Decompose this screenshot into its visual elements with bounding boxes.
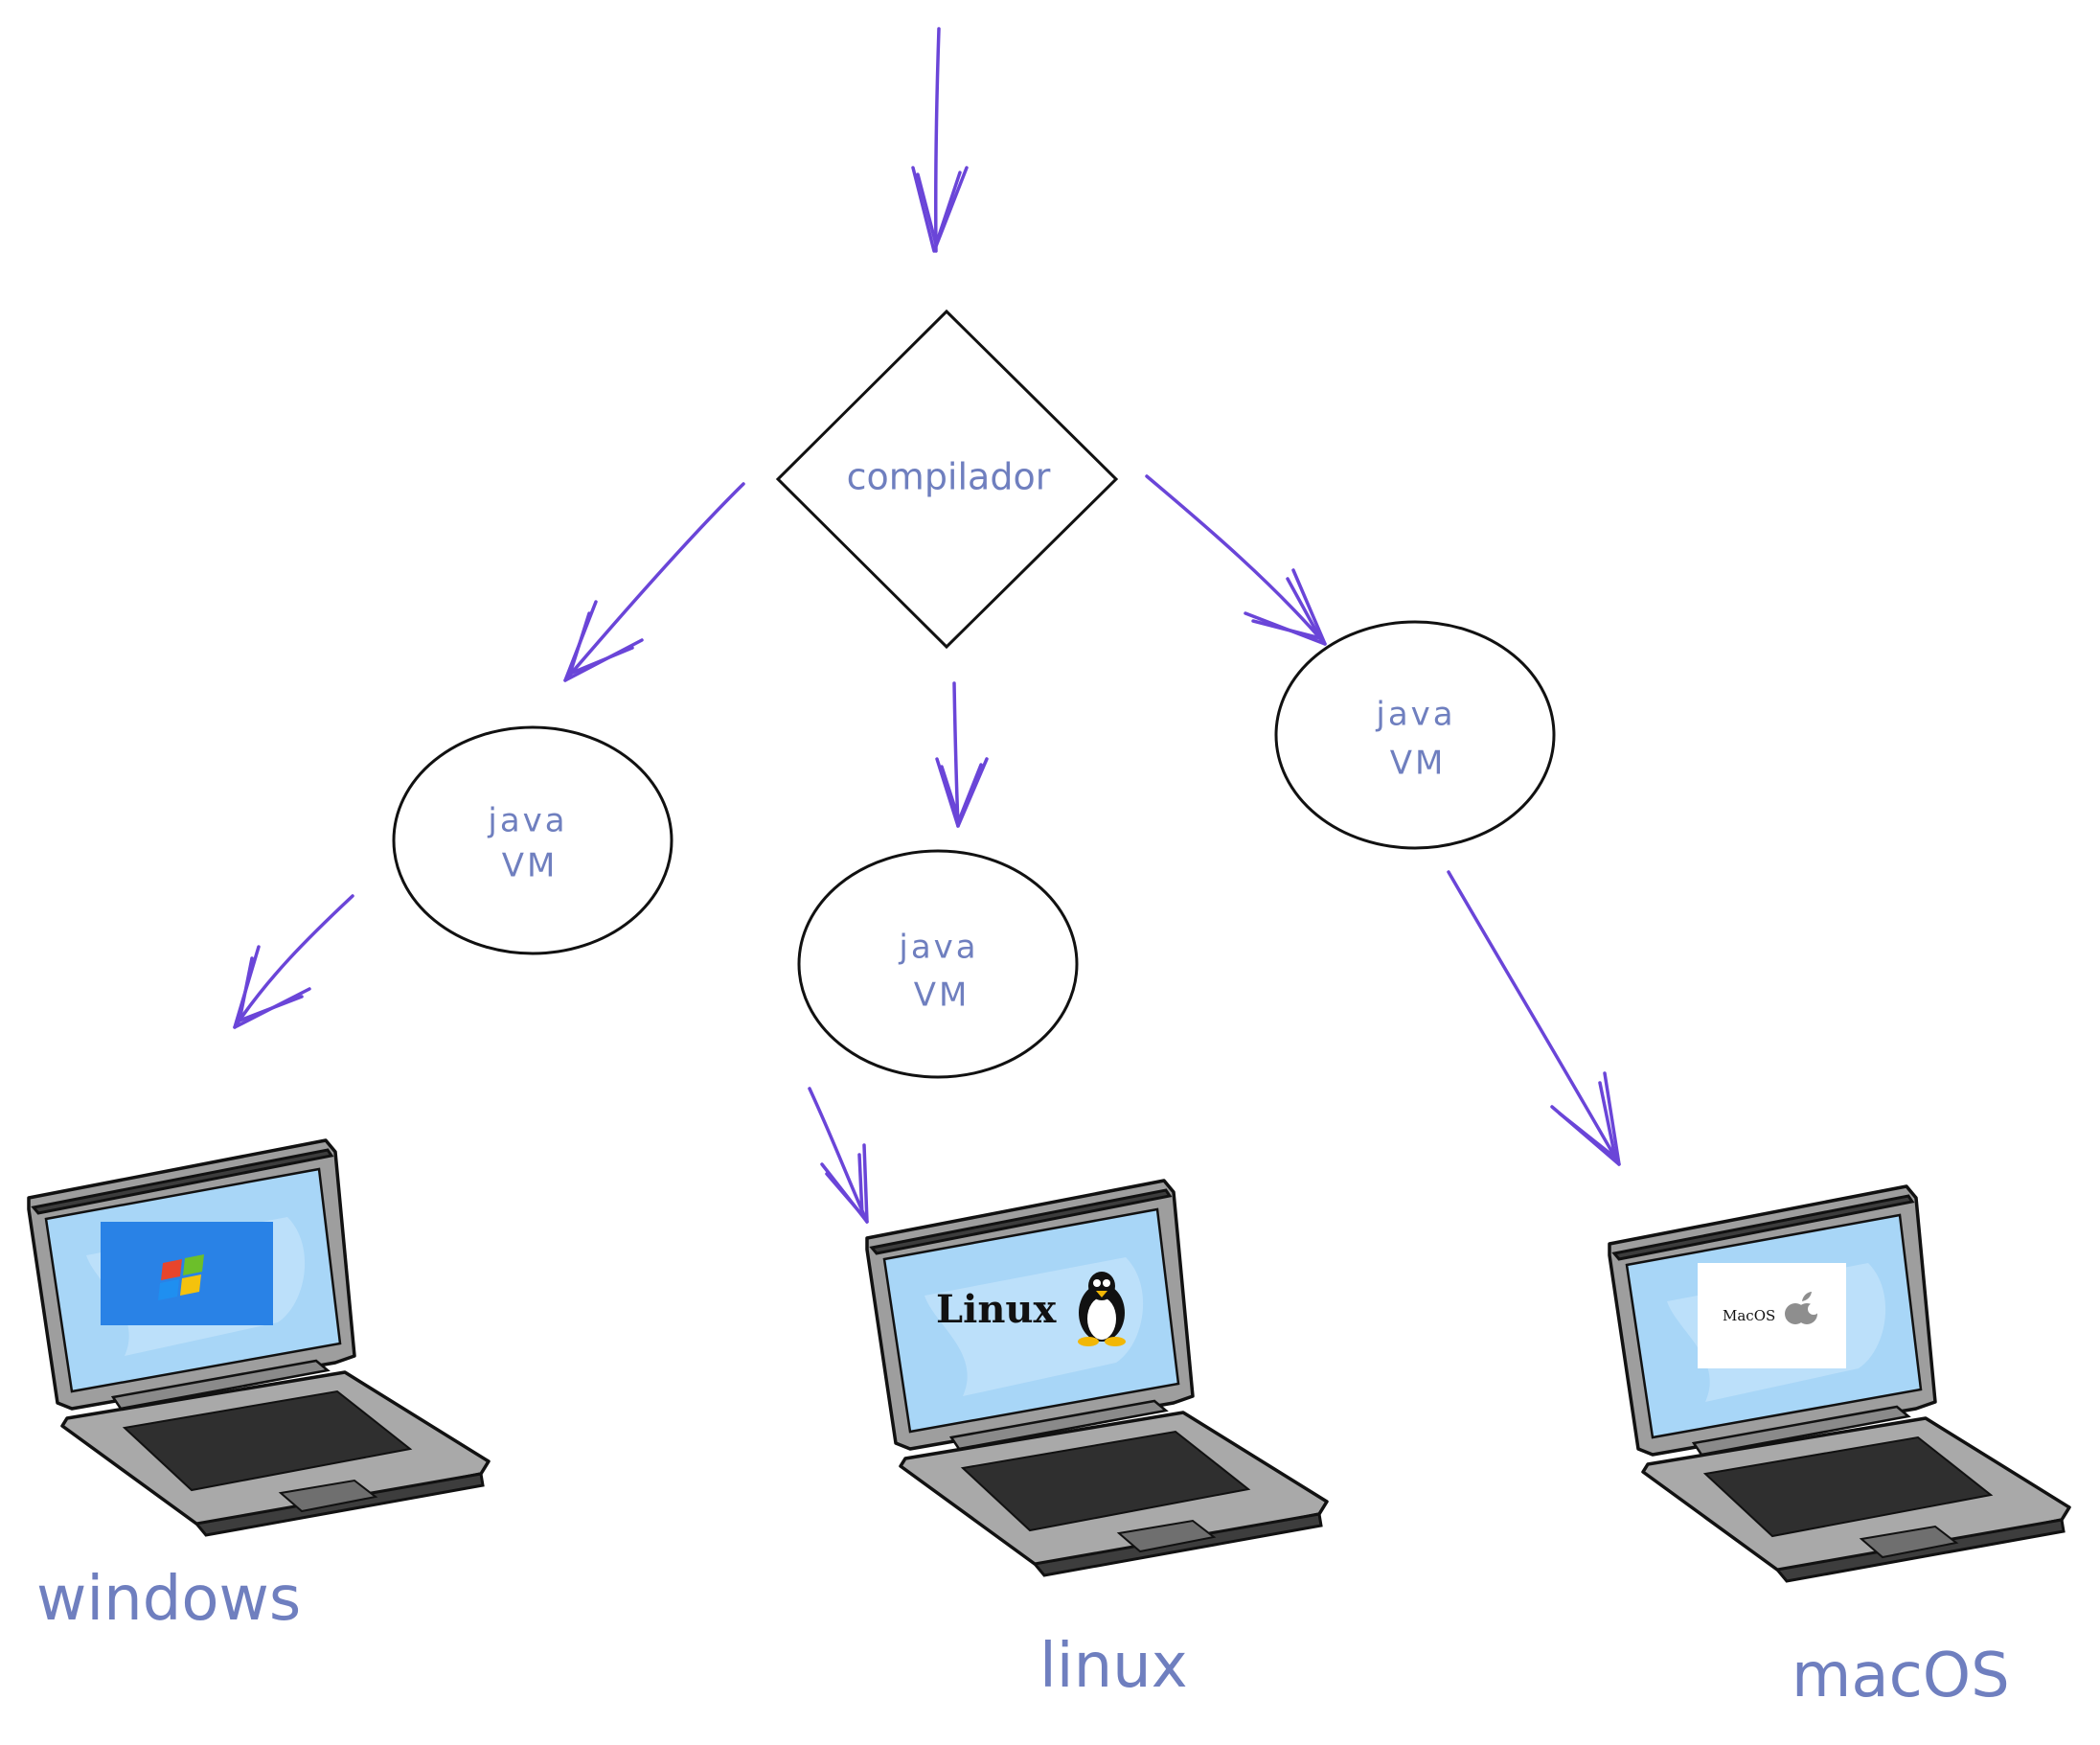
macos-screen-text: MacOS bbox=[1723, 1307, 1775, 1324]
apple-logo-icon bbox=[1785, 1292, 1819, 1324]
linux-tux-icon bbox=[1078, 1272, 1126, 1346]
jvm-node-left: java VM bbox=[392, 725, 673, 955]
platform-label-windows: windows bbox=[36, 1564, 301, 1635]
macos-screen-panel bbox=[1698, 1263, 1846, 1368]
arrow-jvm-middle-to-linux bbox=[808, 1087, 869, 1224]
platform-label-linux: linux bbox=[1039, 1631, 1188, 1702]
jvm-node-left-line1: java bbox=[487, 802, 567, 840]
arrow-compiler-to-jvm-left bbox=[563, 482, 745, 682]
jvm-node-right: java VM bbox=[1274, 620, 1556, 850]
arrow-top-to-compiler bbox=[911, 27, 969, 253]
jvm-node-middle-line1: java bbox=[898, 929, 978, 967]
macos-laptop: MacOS bbox=[1608, 1184, 2071, 1583]
arrow-jvm-right-to-macos bbox=[1447, 870, 1621, 1166]
jvm-node-middle-line2: VM bbox=[914, 976, 970, 1015]
linux-laptop: Linux bbox=[865, 1179, 1329, 1577]
arrow-compiler-to-jvm-right bbox=[1145, 474, 1327, 646]
jvm-node-left-line2: VM bbox=[502, 847, 559, 885]
compiler-label: compilador bbox=[847, 456, 1051, 498]
arrow-jvm-left-to-windows bbox=[233, 894, 354, 1029]
jvm-node-right-line1: java bbox=[1375, 696, 1455, 734]
linux-screen-text: Linux bbox=[936, 1287, 1057, 1332]
windows-logo-icon bbox=[101, 1222, 273, 1325]
jvm-node-right-line2: VM bbox=[1390, 745, 1447, 783]
arrow-compiler-to-jvm-middle bbox=[935, 681, 989, 828]
platform-label-macos: macOS bbox=[1792, 1641, 2010, 1711]
compiler-node: compilador bbox=[775, 309, 1119, 650]
windows-laptop bbox=[27, 1138, 491, 1537]
jvm-node-middle: java VM bbox=[797, 849, 1079, 1079]
